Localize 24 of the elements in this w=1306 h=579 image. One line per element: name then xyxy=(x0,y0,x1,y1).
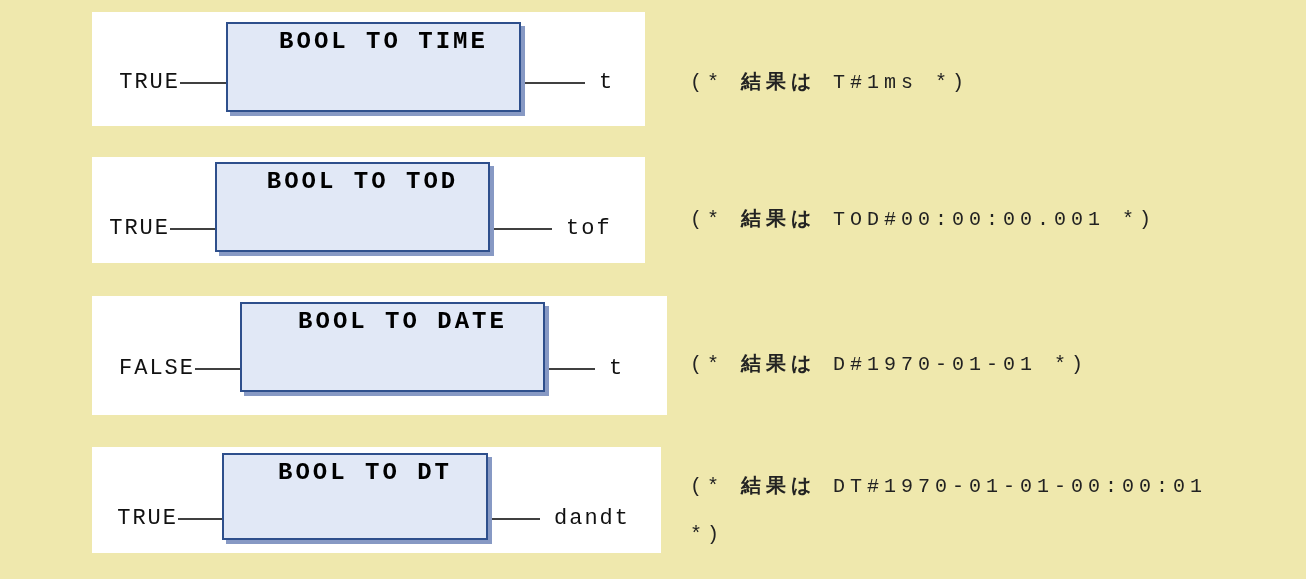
diagram-panel xyxy=(92,447,661,553)
block-title: BOOL TO TOD xyxy=(265,168,460,195)
input-value: TRUE xyxy=(98,70,180,96)
output-variable: dandt xyxy=(540,506,656,532)
input-value: FALSE xyxy=(94,356,195,382)
connection-line xyxy=(179,82,227,84)
output-variable: tof xyxy=(552,216,632,242)
output-variable: t xyxy=(585,70,630,96)
connection-line xyxy=(194,368,241,370)
output-variable: t xyxy=(595,356,630,382)
diagram-panel xyxy=(92,12,645,126)
diagram-panel xyxy=(92,296,667,415)
diagram-panel xyxy=(92,157,645,263)
result-comment: (* 結果は D#1970-01-01 *) xyxy=(690,352,1090,378)
block-title: BOOL TO DT xyxy=(277,459,453,486)
result-comment: (* 結果は T#1ms *) xyxy=(690,70,971,96)
connection-line xyxy=(177,518,223,520)
input-value: TRUE xyxy=(98,506,178,532)
input-value: TRUE xyxy=(92,216,170,242)
block-title: BOOL TO DATE xyxy=(297,308,508,335)
connection-line xyxy=(169,228,216,230)
block-title: BOOL TO TIME xyxy=(278,28,489,55)
result-comment: (* 結果は DT#1970-01-01-00:00:01 *) xyxy=(690,474,1209,548)
result-comment: (* 結果は TOD#00:00:00.001 *) xyxy=(690,207,1158,233)
